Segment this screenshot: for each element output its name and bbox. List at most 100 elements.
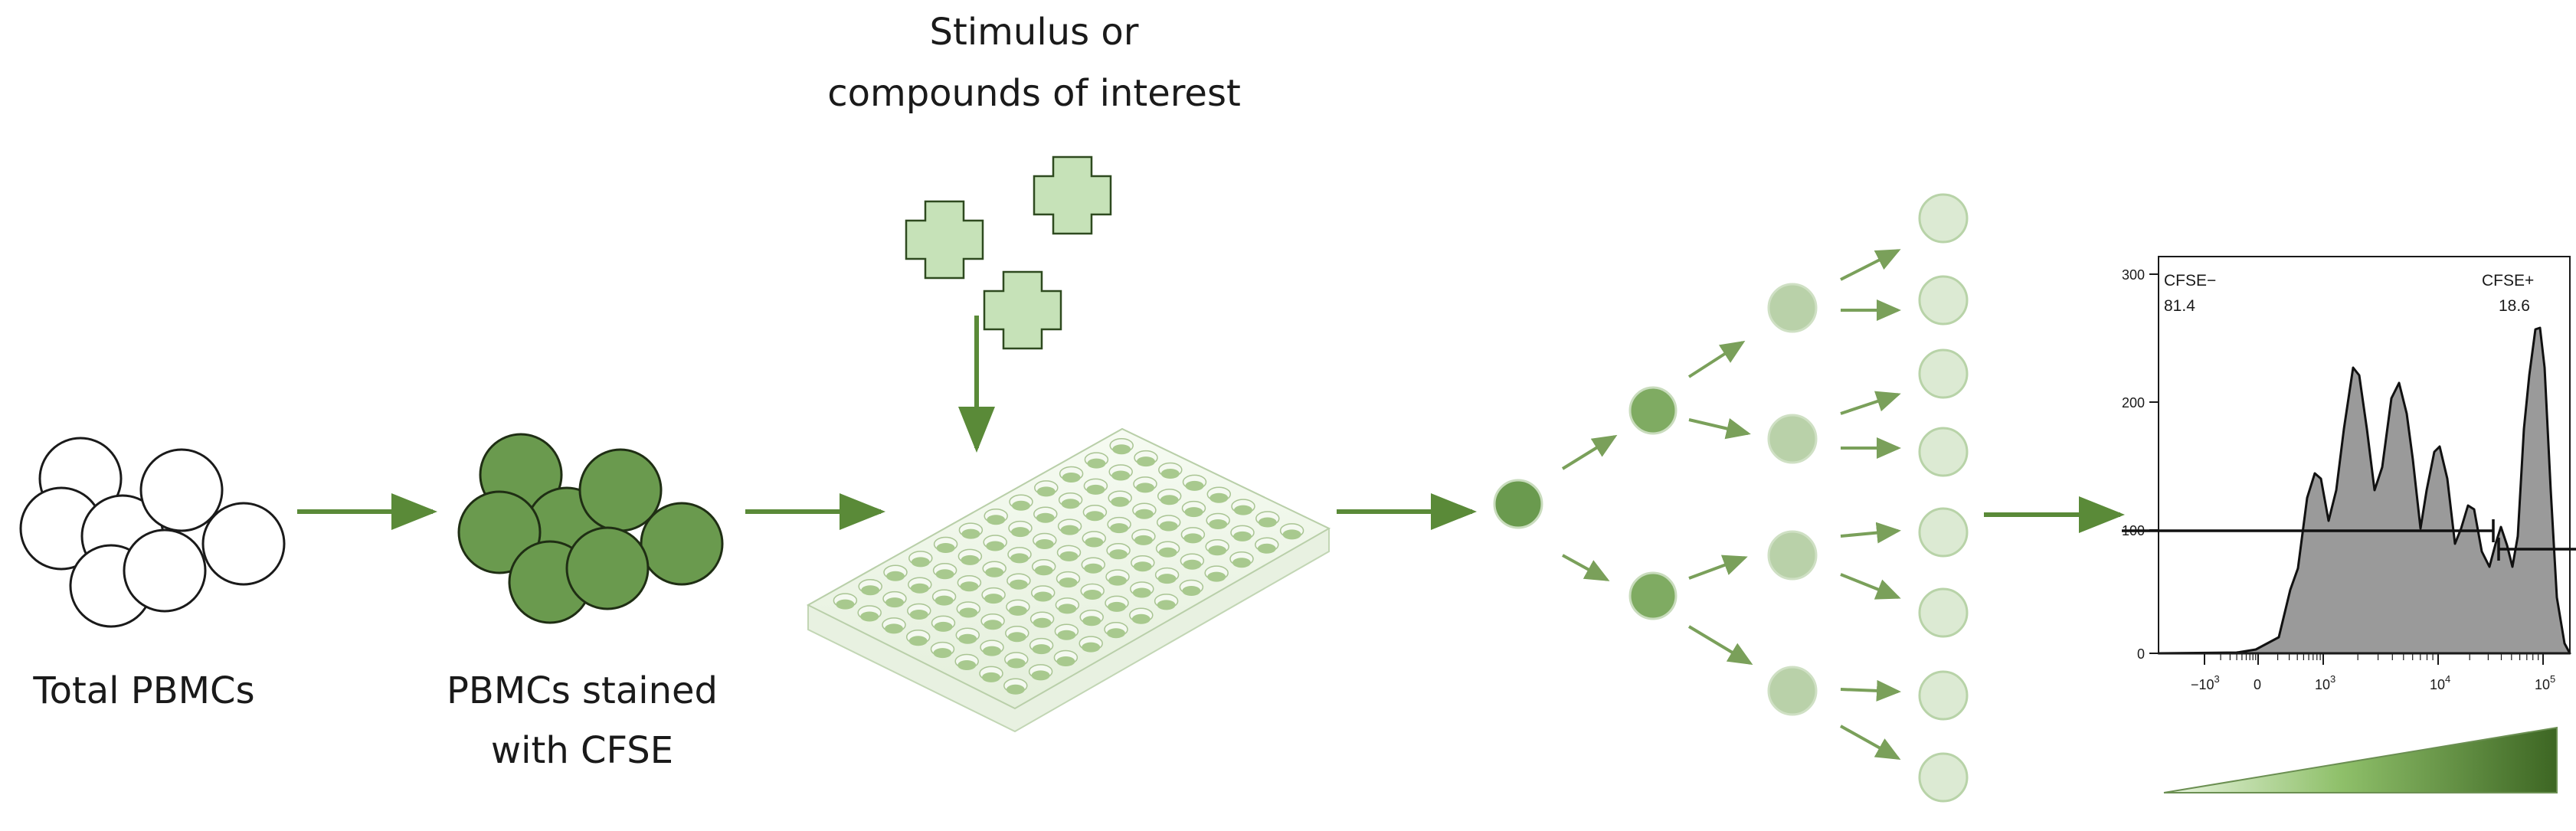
well — [1134, 509, 1154, 519]
division-arrow — [1840, 249, 1901, 281]
well — [1134, 535, 1153, 545]
division-arrow — [1840, 522, 1901, 544]
well — [958, 633, 977, 644]
well — [1060, 525, 1079, 535]
well — [1008, 605, 1027, 616]
well — [1032, 644, 1051, 655]
division-arrow — [1687, 340, 1746, 378]
stained-pbmcs-label-line2: with CFSE — [491, 729, 673, 772]
plate-top — [806, 427, 1331, 710]
gate-right-name: CFSE+ — [2482, 272, 2534, 290]
x-tick-neg1e3: −103 — [2191, 673, 2220, 692]
well — [986, 541, 1005, 551]
well — [1159, 521, 1178, 532]
well — [1033, 591, 1052, 602]
well — [1012, 500, 1030, 511]
well — [1109, 549, 1128, 560]
compound-cross — [905, 200, 984, 280]
division-arrow — [1840, 391, 1901, 415]
well — [1058, 604, 1077, 614]
total-pbmcs-cluster — [19, 437, 286, 628]
generation-1-cell — [1628, 571, 1678, 620]
well — [1111, 470, 1131, 481]
generation-3-cell — [1918, 193, 1969, 244]
stained-pbmcs-label-line1: PBMCs stained — [447, 669, 718, 712]
well — [960, 581, 979, 592]
division-arrow — [1687, 625, 1753, 666]
well — [1232, 558, 1251, 568]
well — [936, 543, 955, 553]
well — [1007, 632, 1026, 643]
cfse-histogram: 300 200 100 0 −103 0 103 104 105 — [2122, 256, 2576, 692]
well — [1160, 495, 1179, 505]
generation-3-cell — [1918, 275, 1969, 326]
well — [911, 557, 930, 568]
well — [1007, 658, 1026, 669]
generation-2-cell — [1767, 283, 1818, 333]
generation-2-cell — [1767, 666, 1818, 716]
well — [1107, 628, 1125, 639]
well — [1112, 444, 1131, 455]
well — [1082, 642, 1101, 653]
gate-left-value: 81.4 — [2164, 297, 2195, 315]
well — [1057, 630, 1076, 640]
well — [934, 595, 954, 606]
stimulus-label-line1: Stimulus or — [930, 11, 1139, 54]
well — [1185, 480, 1204, 491]
well — [860, 611, 879, 622]
well — [933, 648, 952, 659]
well — [1035, 539, 1054, 549]
well — [1184, 507, 1203, 518]
well — [886, 571, 905, 581]
well-plate — [806, 427, 1331, 733]
histogram-frame — [2158, 256, 2571, 654]
division-arrow — [1561, 434, 1618, 470]
well — [1085, 511, 1105, 522]
well — [1033, 617, 1052, 628]
generation-3-cell — [1918, 427, 1969, 477]
well — [984, 594, 1003, 604]
well — [1282, 529, 1301, 540]
well — [1061, 499, 1080, 509]
well — [1137, 456, 1155, 467]
division-arrow — [1688, 555, 1748, 580]
well — [1031, 670, 1050, 681]
generation-3-cell — [1918, 670, 1969, 721]
well — [1258, 517, 1277, 528]
well — [908, 636, 928, 646]
well — [1136, 483, 1154, 493]
division-arrow — [1840, 725, 1901, 760]
generation-3-cell — [1918, 348, 1969, 399]
well — [1111, 496, 1130, 507]
well — [1160, 469, 1180, 479]
division-arrow — [1688, 417, 1751, 440]
x-tick-1e4: 104 — [2430, 673, 2450, 692]
well — [861, 585, 880, 596]
generation-3-cell — [1918, 507, 1969, 558]
well — [957, 660, 977, 670]
well — [1059, 577, 1078, 588]
cell-stained — [457, 490, 542, 574]
well — [1131, 613, 1151, 624]
compound-cross — [1033, 155, 1112, 235]
generation-3-cell — [1918, 587, 1969, 638]
x-tick-0: 0 — [2254, 677, 2261, 692]
wells-grid — [833, 437, 1304, 695]
y-tick-0: 0 — [2137, 646, 2145, 662]
well — [836, 599, 855, 610]
proliferation-tree — [1493, 193, 1969, 803]
cell-white — [123, 528, 207, 613]
well — [885, 597, 904, 608]
well — [1087, 458, 1106, 469]
well — [1132, 587, 1151, 598]
well — [1110, 523, 1129, 534]
well — [961, 528, 980, 539]
compound-cross — [983, 270, 1062, 350]
well — [1234, 505, 1252, 515]
well — [959, 607, 978, 618]
well — [985, 567, 1004, 577]
cell-white — [139, 448, 224, 532]
well — [1011, 527, 1029, 538]
well — [885, 623, 903, 634]
well — [1257, 543, 1276, 554]
